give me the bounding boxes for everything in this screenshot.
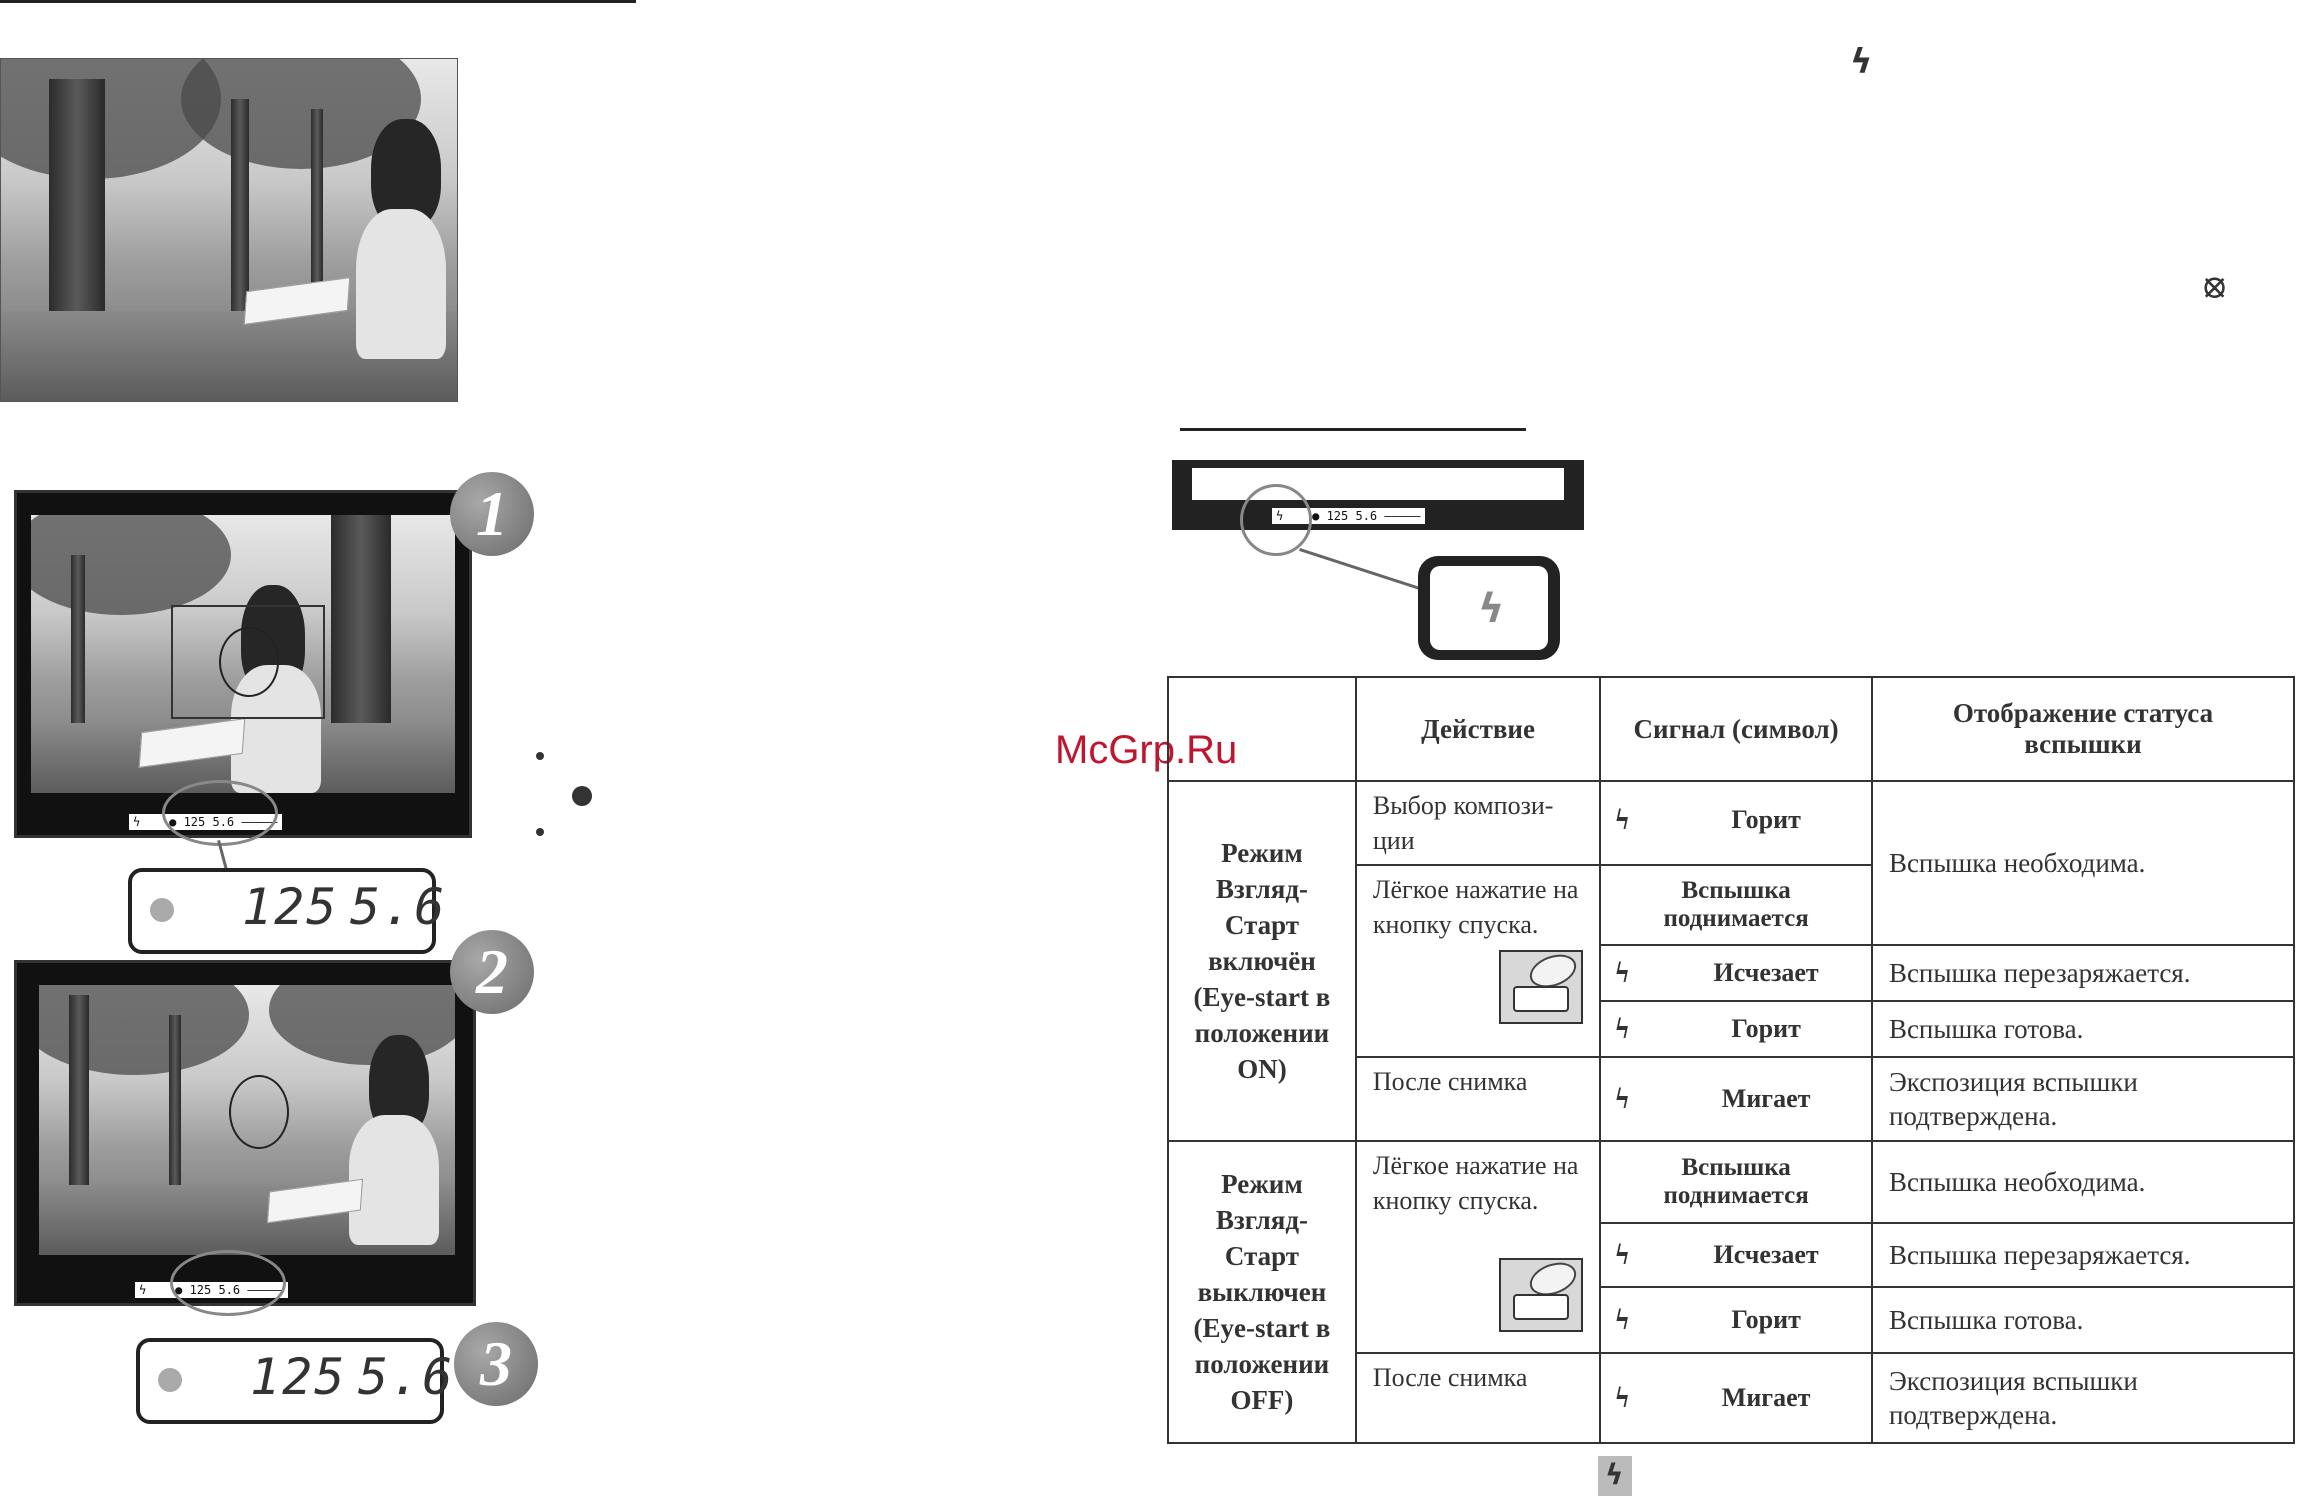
bottom-flash-badge: ϟ bbox=[1598, 1456, 1632, 1496]
step-3-badge: 3 bbox=[454, 1322, 538, 1406]
bullet-small-2 bbox=[536, 828, 544, 836]
signal-lit: ϟ Горит bbox=[1599, 1000, 1873, 1058]
action-after: После снимка bbox=[1354, 1352, 1602, 1444]
flash-icon: ϟ bbox=[1615, 1238, 1630, 1271]
lcd-aperture-2: 5.6 bbox=[358, 1348, 455, 1406]
action-after: После снимка bbox=[1354, 1056, 1602, 1142]
mode-off-cell: Режим Взгляд-Старт выключен (Eye-start в… bbox=[1167, 1140, 1357, 1444]
mode-on-cell: Режим Взгляд-Старт включён (Eye-start в … bbox=[1167, 780, 1357, 1142]
status-ready: Вспышка готова. bbox=[1870, 1286, 2296, 1354]
lcd-display-1: 125 5.6 bbox=[128, 868, 444, 954]
status-confirmed: Экспозиция вспышки подтверждена. bbox=[1870, 1352, 2296, 1444]
step-1-badge: 1 bbox=[450, 472, 534, 556]
flash-icon: ϟ bbox=[1615, 956, 1630, 989]
table-row: После снимка ϟ Мигает Экспозиция вспышки… bbox=[1168, 1056, 2296, 1142]
lcd-dot-icon bbox=[158, 1368, 182, 1392]
action-compose: Выбор компози-ции bbox=[1354, 780, 1602, 866]
viewfinder-strip: ϟ ● 125 5.6 ––––– bbox=[1172, 460, 1584, 530]
flash-icon: ϟ bbox=[1850, 42, 1873, 82]
lcd-dot-icon bbox=[150, 898, 174, 922]
table-row: ϟ Горит Вспышка готова. bbox=[1168, 1286, 2296, 1354]
table-row: ϟ Горит Вспышка готова. bbox=[1168, 1000, 2296, 1058]
step-2-badge: 2 bbox=[450, 930, 534, 1014]
status-recharging: Вспышка перезаряжается. bbox=[1870, 944, 2296, 1002]
status-needed: Вспышка необходима. bbox=[1870, 1140, 2296, 1224]
lcd-aperture-1: 5.6 bbox=[350, 878, 447, 936]
shutter-press-icon bbox=[1499, 948, 1584, 1024]
flash-icon: ϟ bbox=[1615, 1303, 1630, 1336]
signal-disappears: ϟ Исчезает bbox=[1599, 944, 1873, 1002]
viewfinder-2: ϟ ● 125 5.6 ––––– bbox=[14, 960, 476, 1306]
header-status: Отображение статуса вспышки bbox=[1870, 676, 2296, 782]
flash-icon: ϟ bbox=[1615, 1082, 1630, 1115]
section-rule bbox=[1180, 428, 1526, 431]
signal-disappears: ϟ Исчезает bbox=[1599, 1222, 1873, 1288]
highlight-circle-strip bbox=[1240, 484, 1312, 556]
table-row: После снимка ϟ Мигает Экспозиция вспышки… bbox=[1168, 1352, 2296, 1444]
header-signal: Сигнал (символ) bbox=[1599, 676, 1873, 782]
flash-off-icon: ⦻ bbox=[2204, 266, 2226, 304]
action-half-press: Лёгкое нажатие на кнопку спуска. bbox=[1354, 864, 1602, 1058]
header-mode bbox=[1167, 676, 1357, 782]
header-action: Действие bbox=[1354, 676, 1602, 782]
park-photo bbox=[0, 58, 458, 402]
flash-icon: ϟ bbox=[1615, 803, 1630, 836]
highlight-circle-1 bbox=[162, 780, 278, 846]
table-row: Лёгкое нажатие на кнопку спуска. Вспышка… bbox=[1168, 864, 2294, 1058]
flash-status-table: Действие Сигнал (символ) Отображение ста… bbox=[1167, 676, 2296, 1444]
table-row: ϟ Исчезает Вспышка перезаряжается. bbox=[1168, 1222, 2296, 1288]
bullet-small-1 bbox=[536, 752, 544, 760]
bullet-large bbox=[572, 786, 592, 806]
table-row: Режим Взгляд-Старт включён (Eye-start в … bbox=[1167, 780, 2296, 1142]
signal-lit: ϟ Горит bbox=[1599, 1286, 1873, 1354]
top-rule bbox=[0, 0, 636, 3]
flash-icon: ϟ bbox=[1615, 1381, 1630, 1414]
signal-lit: ϟ Горит bbox=[1599, 780, 1873, 866]
action-half-press: Лёгкое нажатие на кнопку спуска. bbox=[1354, 1140, 1602, 1354]
lcd-shutter-2: 125 bbox=[250, 1348, 347, 1406]
signal-blinks: ϟ Мигает bbox=[1599, 1056, 1873, 1142]
signal-blinks: ϟ Мигает bbox=[1599, 1352, 1873, 1444]
status-needed: Вспышка необходима. bbox=[1870, 780, 2296, 946]
lcd-shutter-1: 125 bbox=[242, 878, 339, 936]
viewfinder-1: ϟ ● 125 5.6 ––––– bbox=[14, 490, 472, 838]
highlight-circle-2 bbox=[170, 1250, 286, 1316]
status-recharging: Вспышка перезаряжается. bbox=[1870, 1222, 2296, 1288]
table-row: ϟ Исчезает Вспышка перезаряжается. bbox=[1168, 944, 2296, 1002]
flash-zoom-icon: ϟ bbox=[1478, 586, 1505, 632]
status-ready: Вспышка готова. bbox=[1870, 1000, 2296, 1058]
table-row: Режим Взгляд-Старт выключен (Eye-start в… bbox=[1167, 1140, 2296, 1444]
signal-rises: Вспышка поднимается bbox=[1599, 1140, 1873, 1224]
flash-icon: ϟ bbox=[1615, 1012, 1630, 1045]
table-header-row: Действие Сигнал (символ) Отображение ста… bbox=[1167, 676, 2296, 782]
flash-zoom-box: ϟ bbox=[1418, 556, 1560, 660]
flash-icon: ϟ bbox=[1605, 1458, 1624, 1491]
status-confirmed: Экспозиция вспышки подтверждена. bbox=[1870, 1056, 2296, 1142]
shutter-press-icon bbox=[1499, 1256, 1584, 1332]
lcd-display-2: 125 5.6 bbox=[136, 1338, 452, 1424]
signal-rises: Вспышка поднимается bbox=[1599, 864, 1873, 946]
